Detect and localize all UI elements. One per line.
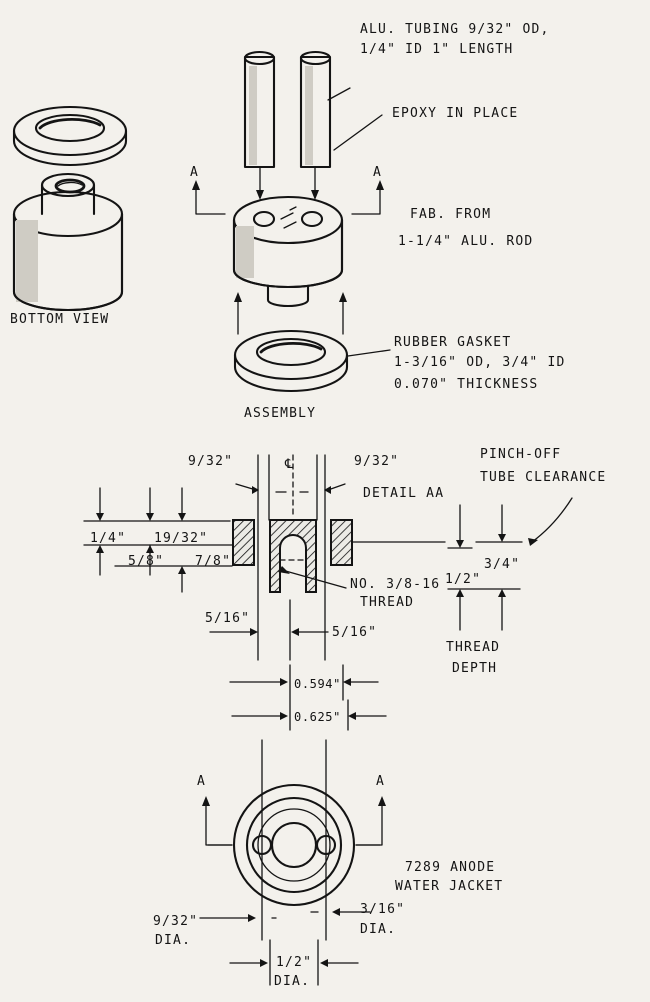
dim-3-4: 3/4"	[484, 557, 520, 572]
bottom-view-gasket	[12, 105, 128, 167]
tubing-label-line2: 1/4" ID 1" LENGTH	[360, 42, 513, 57]
dim-7-8: 7/8"	[195, 554, 231, 569]
left-dimension-lines	[83, 487, 233, 593]
aluminum-tubes	[243, 50, 332, 169]
section-a-marker-top-right	[351, 180, 384, 215]
tubing-leader	[327, 87, 351, 101]
dim-arrows-9-32	[235, 483, 346, 494]
diameter-dimension-lines	[229, 664, 387, 731]
centerline-symbol: ℄	[284, 457, 295, 472]
fab-label-line1: FAB. FROM	[410, 207, 491, 222]
pinch-off-leader	[531, 497, 573, 543]
pinch-off-label-line1: PINCH-OFF	[480, 447, 561, 462]
gasket-label-line1: RUBBER GASKET	[394, 335, 511, 350]
detail-aa-label: DETAIL AA	[363, 486, 444, 501]
insertion-arrows	[256, 167, 319, 200]
dim-1-4: 1/4"	[90, 531, 126, 546]
rubber-gasket	[233, 329, 349, 393]
dia-label-left: DIA.	[155, 933, 191, 948]
dim-0594: 0.594"	[294, 677, 341, 691]
epoxy-leader	[333, 114, 383, 151]
section-a-marker-bottom-right	[355, 796, 386, 846]
dim-5-16-right: 5/16"	[332, 625, 377, 640]
gasket-leader	[347, 349, 391, 357]
dim-19-32: 19/32"	[154, 531, 208, 546]
fab-label-line2: 1-1/4" ALU. ROD	[398, 234, 533, 249]
right-dimension-lines	[447, 504, 523, 631]
detail-aa-section	[232, 454, 446, 661]
water-jacket-plan-view	[207, 739, 381, 941]
dim-0625: 0.625"	[294, 710, 341, 724]
section-a-label: A	[373, 165, 382, 180]
assembly-label: ASSEMBLY	[244, 406, 316, 421]
dia-label-bottom: DIA.	[274, 974, 310, 989]
rod-body	[232, 195, 344, 308]
pinch-off-label-line2: TUBE CLEARANCE	[480, 470, 606, 485]
thread-label-line2: THREAD	[360, 595, 414, 610]
bottom-view-body	[12, 172, 124, 312]
bottom-dimension-lines	[199, 908, 371, 986]
section-a-label: A	[197, 774, 206, 789]
dim-3-16-dia: 3/16"	[360, 902, 405, 917]
dim-9-32-left: 9/32"	[188, 454, 233, 469]
thread-depth-label-line2: DEPTH	[452, 661, 497, 676]
section-a-marker-top-left	[192, 180, 226, 215]
dim-9-32-right: 9/32"	[354, 454, 399, 469]
gasket-label-line2: 1-3/16" OD, 3/4" ID	[394, 355, 566, 370]
dim-1-2-dia: 1/2"	[276, 955, 312, 970]
tubing-label-line1: ALU. TUBING 9/32" OD,	[360, 22, 550, 37]
section-a-label: A	[190, 165, 199, 180]
thread-leader	[281, 569, 347, 589]
jacket-label-line1: 7289 ANODE	[405, 860, 495, 875]
section-a-marker-bottom-left	[202, 796, 233, 846]
bottom-view-label: BOTTOM VIEW	[10, 312, 109, 327]
dim-5-8: 5/8"	[128, 554, 164, 569]
dim-1-2: 1/2"	[445, 572, 481, 587]
dia-label-right: DIA.	[360, 922, 396, 937]
assembly-lift-arrows	[234, 292, 347, 335]
thread-label-line1: NO. 3/8-16	[350, 577, 440, 592]
section-a-label: A	[376, 774, 385, 789]
dim-5-16-left: 5/16"	[205, 611, 250, 626]
epoxy-label: EPOXY IN PLACE	[392, 106, 518, 121]
thread-depth-label-line1: THREAD	[446, 640, 500, 655]
jacket-label-line2: WATER JACKET	[395, 879, 503, 894]
dim-9-32-dia: 9/32"	[153, 914, 198, 929]
dim-5-16-lines	[209, 599, 329, 661]
gasket-label-line3: 0.070" THICKNESS	[394, 377, 538, 392]
